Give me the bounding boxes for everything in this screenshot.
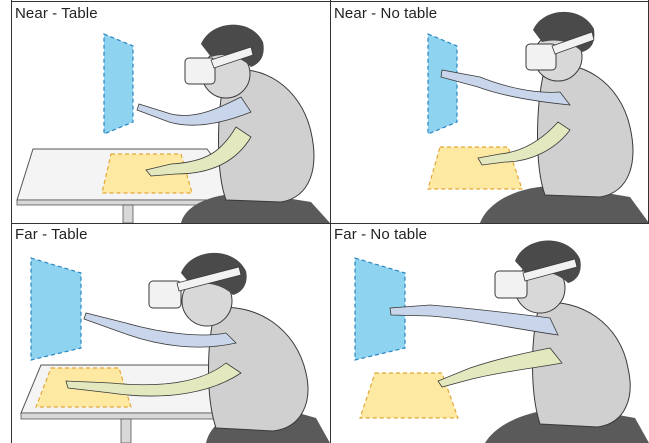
table-leg xyxy=(123,205,133,223)
panel-label: Near - Table xyxy=(15,5,98,22)
vr-headset xyxy=(185,58,215,84)
panel-near-table: Near - Table xyxy=(11,2,330,223)
vertical-target-panel xyxy=(31,258,81,360)
far-no-table-illustration xyxy=(330,223,649,443)
vertical-target-panel xyxy=(104,34,133,134)
near-table-illustration xyxy=(11,2,330,223)
vr-headset xyxy=(495,271,527,298)
panel-label: Far - No table xyxy=(334,226,427,243)
table-leg xyxy=(121,419,131,443)
panel-near-no-table: Near - No table xyxy=(330,2,649,223)
panel-far-table: Far - Table xyxy=(11,223,330,443)
vr-headset xyxy=(526,44,556,70)
far-table-illustration xyxy=(11,223,330,443)
near-no-table-illustration xyxy=(330,2,649,223)
panel-label: Far - Table xyxy=(15,226,88,243)
vertical-target-panel xyxy=(428,34,457,134)
panel-far-no-table: Far - No table xyxy=(330,223,649,443)
vr-headset xyxy=(149,281,181,308)
panel-label: Near - No table xyxy=(334,5,437,22)
